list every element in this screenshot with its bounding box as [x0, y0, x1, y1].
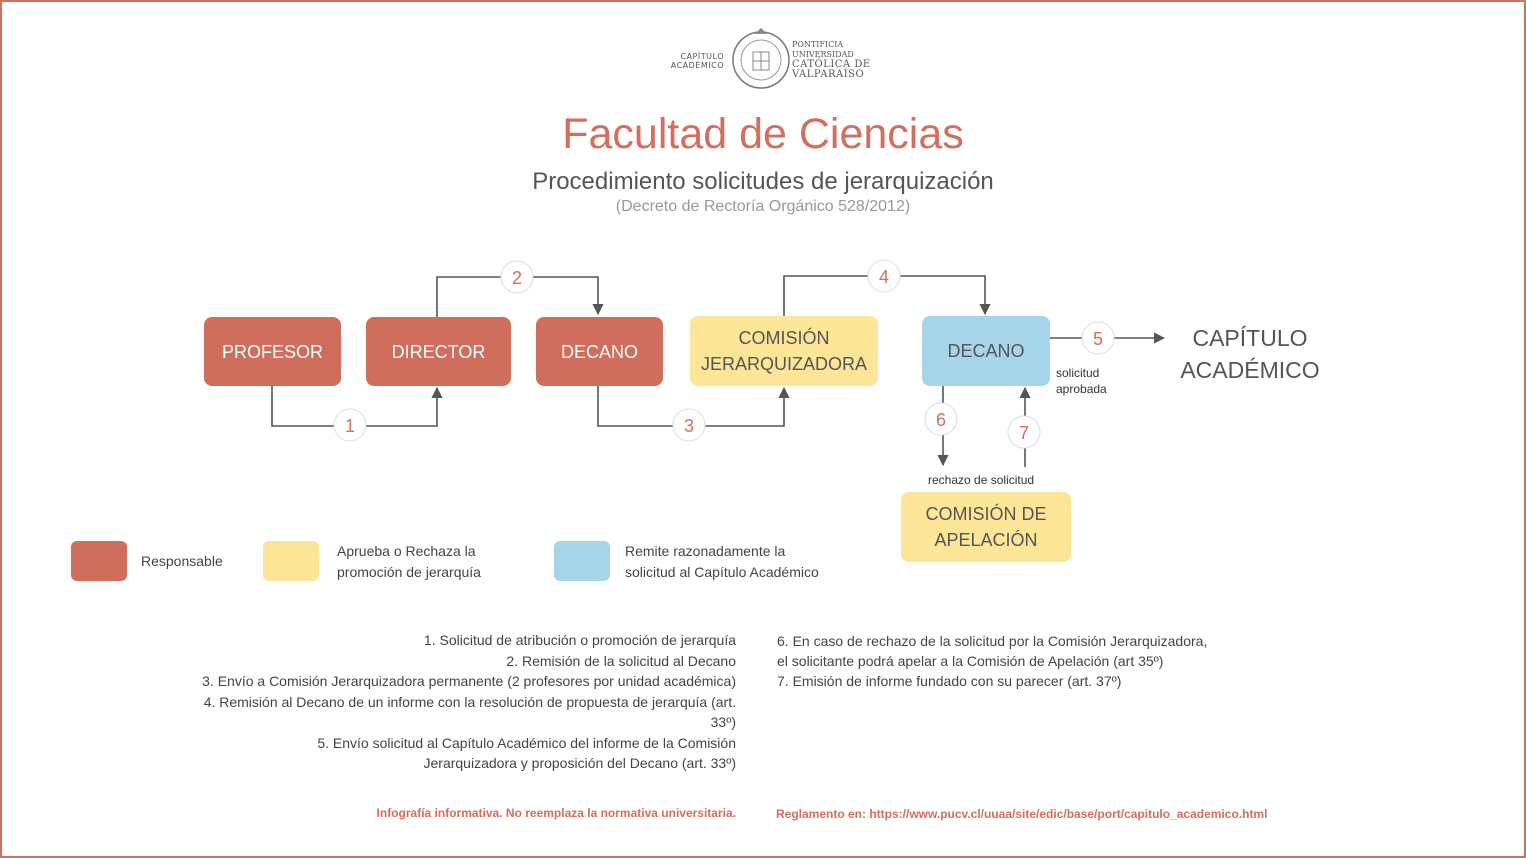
director-box: DIRECTOR [366, 317, 511, 386]
decano-remite-label: DECANO [947, 341, 1025, 361]
legend-swatch-remite [554, 541, 610, 581]
page-title: Facultad de Ciencias [562, 110, 964, 158]
note-line: el solicitante podrá apelar a la Comisió… [777, 653, 1164, 669]
capitulo-label-line: ACADÉMICO [1180, 357, 1320, 383]
comision-label-line: JERARQUIZADORA [700, 354, 868, 374]
approved-annotation-line: aprobada [1056, 382, 1107, 396]
step-badge-6: 6 [924, 402, 958, 436]
logo-right-line: VALPARAÍSO [792, 69, 865, 80]
svg-text:3: 3 [684, 416, 694, 436]
note-line: 5. Envío solicitud al Capítulo Académico… [317, 734, 736, 751]
comision-apelacion-box: COMISIÓN DE APELACIÓN [901, 492, 1071, 562]
note-line: 3. Envío a Comisión Jerarquizadora perma… [202, 673, 736, 689]
apelacion-label-line: COMISIÓN DE [925, 504, 1047, 524]
step-badge-1: 1 [333, 408, 367, 442]
director-label: DIRECTOR [391, 341, 486, 362]
profesor-box: PROFESOR [204, 317, 341, 386]
svg-text:1: 1 [345, 416, 355, 436]
logo-right-line: PONTIFICIA [792, 40, 844, 49]
note-line: 33º) [710, 714, 736, 730]
logo-right-line: UNIVERSIDAD [792, 50, 854, 59]
step-badge-2: 2 [500, 260, 534, 294]
note-line: 4. Remisión al Decano de un informe con … [203, 693, 736, 710]
rejection-annotation: rechazo de solicitud [928, 473, 1035, 487]
step-badge-3: 3 [672, 408, 706, 442]
svg-text:7: 7 [1019, 423, 1029, 443]
logo-right-line: CATÓLICA DE [792, 59, 871, 70]
note-line: Jerarquizadora y proposición del Decano … [423, 755, 737, 771]
page-subtitle: Procedimiento solicitudes de jerarquizac… [532, 168, 994, 195]
legend-swatch-responsable [71, 541, 127, 581]
legend-text-line: Aprueba o Rechaza la [337, 543, 476, 559]
capitulo-academico-logo-text: CAPÍTULO ACADÉMICO [640, 52, 724, 70]
decano-label: DECANO [560, 341, 638, 362]
decano-box: DECANO [536, 317, 663, 386]
pucv-logo-text: PONTIFICIA UNIVERSIDAD CATÓLICA DE VALPA… [792, 40, 882, 80]
capitulo-academico-label: CAPÍTULO ACADÉMICO [1160, 322, 1340, 386]
legend-item-responsable: Responsable [141, 551, 223, 572]
footer-disclaimer: Infografía informativa. No reemplaza la … [376, 806, 736, 820]
legend-item-aprueba: Aprueba o Rechaza la promoción de jerarq… [337, 541, 481, 583]
svg-text:2: 2 [512, 268, 522, 288]
note-line: 7. Emisión de informe fundado con su par… [777, 673, 1122, 689]
decano-remite-box: DECANO [922, 316, 1050, 386]
legend-text-line: Responsable [141, 553, 223, 569]
legend-swatch-aprueba [263, 541, 319, 581]
legend-text-line: Remite razonadamente la [625, 543, 786, 559]
step-badge-4: 4 [867, 259, 901, 293]
apelacion-label-line: APELACIÓN [934, 530, 1038, 550]
note-line: 6. En caso de rechazo de la solicitud po… [777, 633, 1208, 649]
approved-annotation: solicitud aprobada [1056, 365, 1107, 397]
legend-text-line: solicitud al Capítulo Académico [625, 564, 819, 580]
decree-reference: (Decreto de Rectoría Orgánico 528/2012) [615, 198, 911, 215]
notes-right: 6. En caso de rechazo de la solicitud po… [777, 631, 1297, 691]
note-line: 2. Remisión de la solicitud al Decano [506, 652, 736, 669]
footer-regulation-link[interactable]: Reglamento en: https://www.pucv.cl/uuaa/… [776, 807, 1268, 821]
step-badge-7: 7 [1007, 415, 1041, 449]
logo-left-line: CAPÍTULO [680, 52, 724, 61]
note-line: 1. Solicitud de atribución o promoción d… [423, 632, 736, 648]
notes-left: 1. Solicitud de atribución o promoción d… [150, 630, 736, 774]
approved-annotation-line: solicitud [1056, 366, 1100, 380]
logo-left-line: ACADÉMICO [670, 61, 724, 70]
comision-label-line: COMISIÓN [738, 328, 830, 348]
profesor-label: PROFESOR [221, 341, 323, 362]
legend-text-line: promoción de jerarquía [337, 564, 481, 580]
comision-jerarquizadora-box: COMISIÓN JERARQUIZADORA [690, 316, 878, 386]
svg-text:6: 6 [936, 410, 946, 430]
capitulo-label-line: CAPÍTULO [1192, 325, 1308, 351]
legend-item-remite: Remite razonadamente la solicitud al Cap… [625, 541, 819, 583]
step-badge-5: 5 [1081, 321, 1115, 355]
svg-text:4: 4 [879, 267, 889, 287]
svg-text:5: 5 [1093, 329, 1103, 349]
university-seal-icon [732, 28, 790, 89]
